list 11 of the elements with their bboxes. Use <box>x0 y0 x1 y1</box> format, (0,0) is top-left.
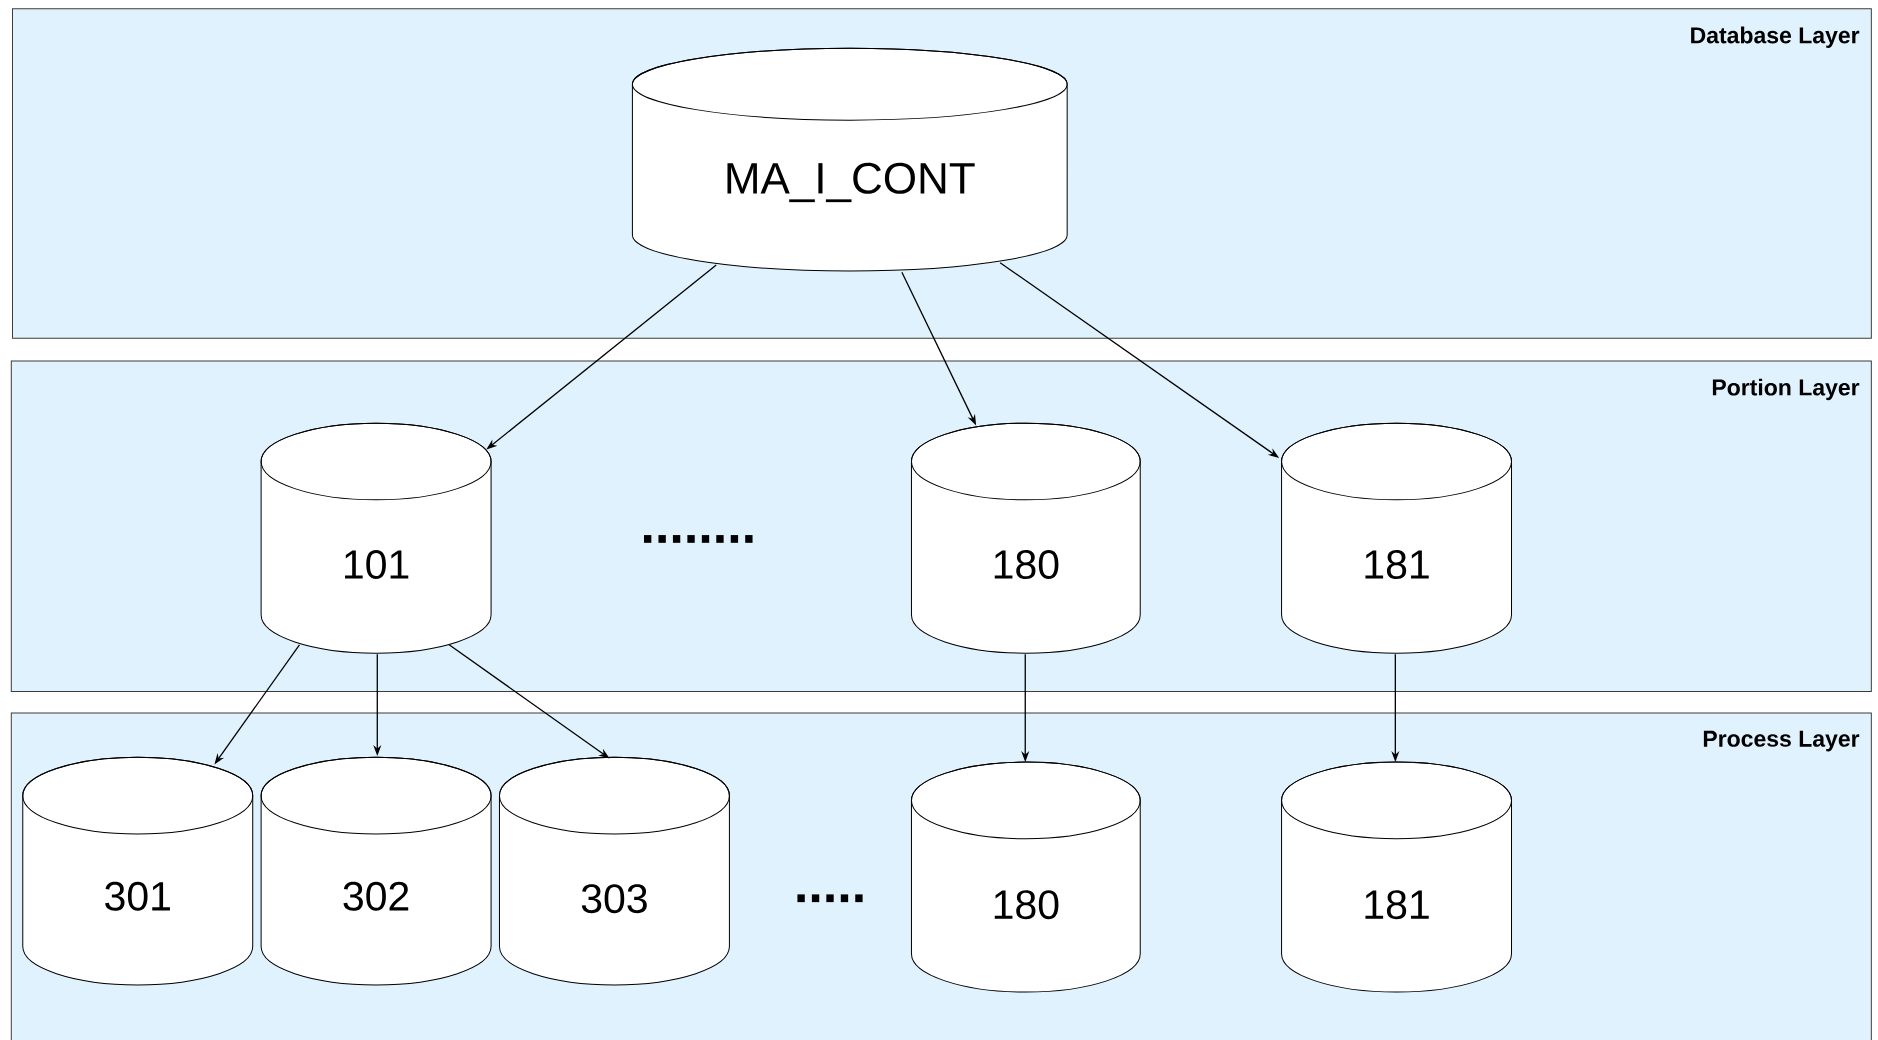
database-cylinder: 303 <box>498 756 730 986</box>
database-cylinder: 181 <box>1281 422 1512 654</box>
database-cylinder: 101 <box>260 422 492 654</box>
database-cylinder: 302 <box>260 756 492 986</box>
database-cylinder: 301 <box>22 756 254 986</box>
ellipsis-dots: ........ <box>644 535 753 543</box>
database-cylinder: 180 <box>910 761 1141 993</box>
ellipsis-dots: ..... <box>797 894 863 903</box>
database-cylinder: MA_I_CONT <box>631 47 1068 272</box>
database-cylinder: 180 <box>910 422 1141 654</box>
database-cylinder: 181 <box>1281 761 1512 993</box>
